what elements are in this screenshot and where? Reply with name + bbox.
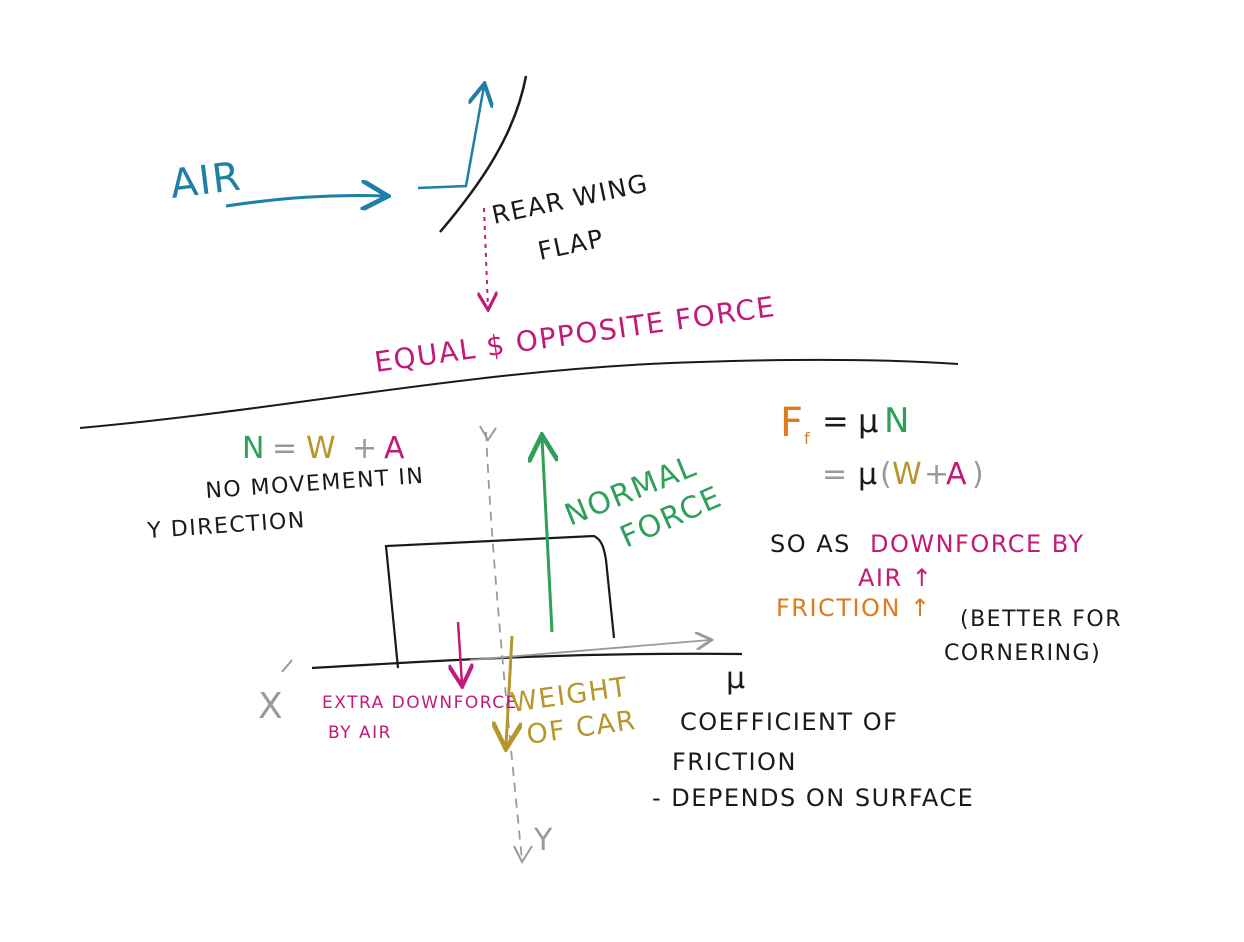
y-direction-label: Y DIRECTION [146,508,307,544]
eq-w: W [306,431,337,466]
weight-arrow [506,635,512,746]
equation-friction-expanded: = μ ( W + A ) [822,457,985,492]
deflected-air-arrow [417,86,484,190]
l2-plus: + [924,457,951,492]
rear-wing-label: REAR WING [489,168,651,229]
l2-equals: = [822,457,849,492]
so-as-label: SO AS [770,530,851,558]
l2-mu: μ [858,457,879,492]
air-label: AIR [168,154,245,208]
normal-force-arrow [542,438,552,633]
friction-increase-label: FRICTION ↑ [776,594,932,622]
y-axis-label: Y [533,823,554,858]
ff-mu: μ [858,402,880,440]
depends-on-surface-label: - DEPENDS ON SURFACE [652,784,974,812]
equal-opposite-force-label: EQUAL $ OPPOSITE FORCE [372,290,777,379]
eq-plus: + [352,431,379,466]
x-axis-left-tick [281,659,293,673]
l2-close-paren: ) [972,457,985,492]
ff-equals: = [822,402,850,440]
by-air-label: BY AIR [328,723,392,743]
eq-a: A [384,431,406,466]
coefficient-label: COEFFICIENT OF [680,708,898,736]
x-axis-label: X [258,686,284,727]
flap-label: FLAP [535,224,607,266]
y-axis-up-arrow [479,425,497,442]
y-axis-down-arrow [513,845,533,865]
l2-w: W [892,457,923,492]
better-for-label: (BETTER FOR [960,607,1122,632]
no-movement-label: NO MOVEMENT IN [205,464,426,504]
l2-open-paren: ( [880,457,893,492]
downforce-by-label: DOWNFORCE BY [870,530,1085,558]
x-axis-arrow [469,640,710,661]
extra-downforce-label: EXTRA DOWNFORCE [322,693,518,713]
eq-n: N [242,431,266,466]
friction-label: FRICTION [672,748,797,776]
downforce-arrow [458,621,462,684]
rear-wing-flap-curve [439,75,528,233]
ff-n: N [884,401,911,441]
car-body [384,534,616,669]
ff-subscript: f [804,429,811,448]
section-divider [79,358,959,429]
air-flow-arrow [225,195,385,206]
ff-f: F [780,400,805,446]
eq-equals: = [272,431,299,466]
y-axis-line [485,431,523,861]
air-increase-label: AIR ↑ [858,564,933,592]
equation-friction: F f = μ N [780,400,911,448]
mu-symbol: μ [726,661,747,696]
equation-n-w-a: N = W + A [242,431,406,466]
cornering-label: CORNERING) [944,641,1101,666]
reaction-force-arrow [484,207,488,308]
l2-a: A [946,457,968,492]
